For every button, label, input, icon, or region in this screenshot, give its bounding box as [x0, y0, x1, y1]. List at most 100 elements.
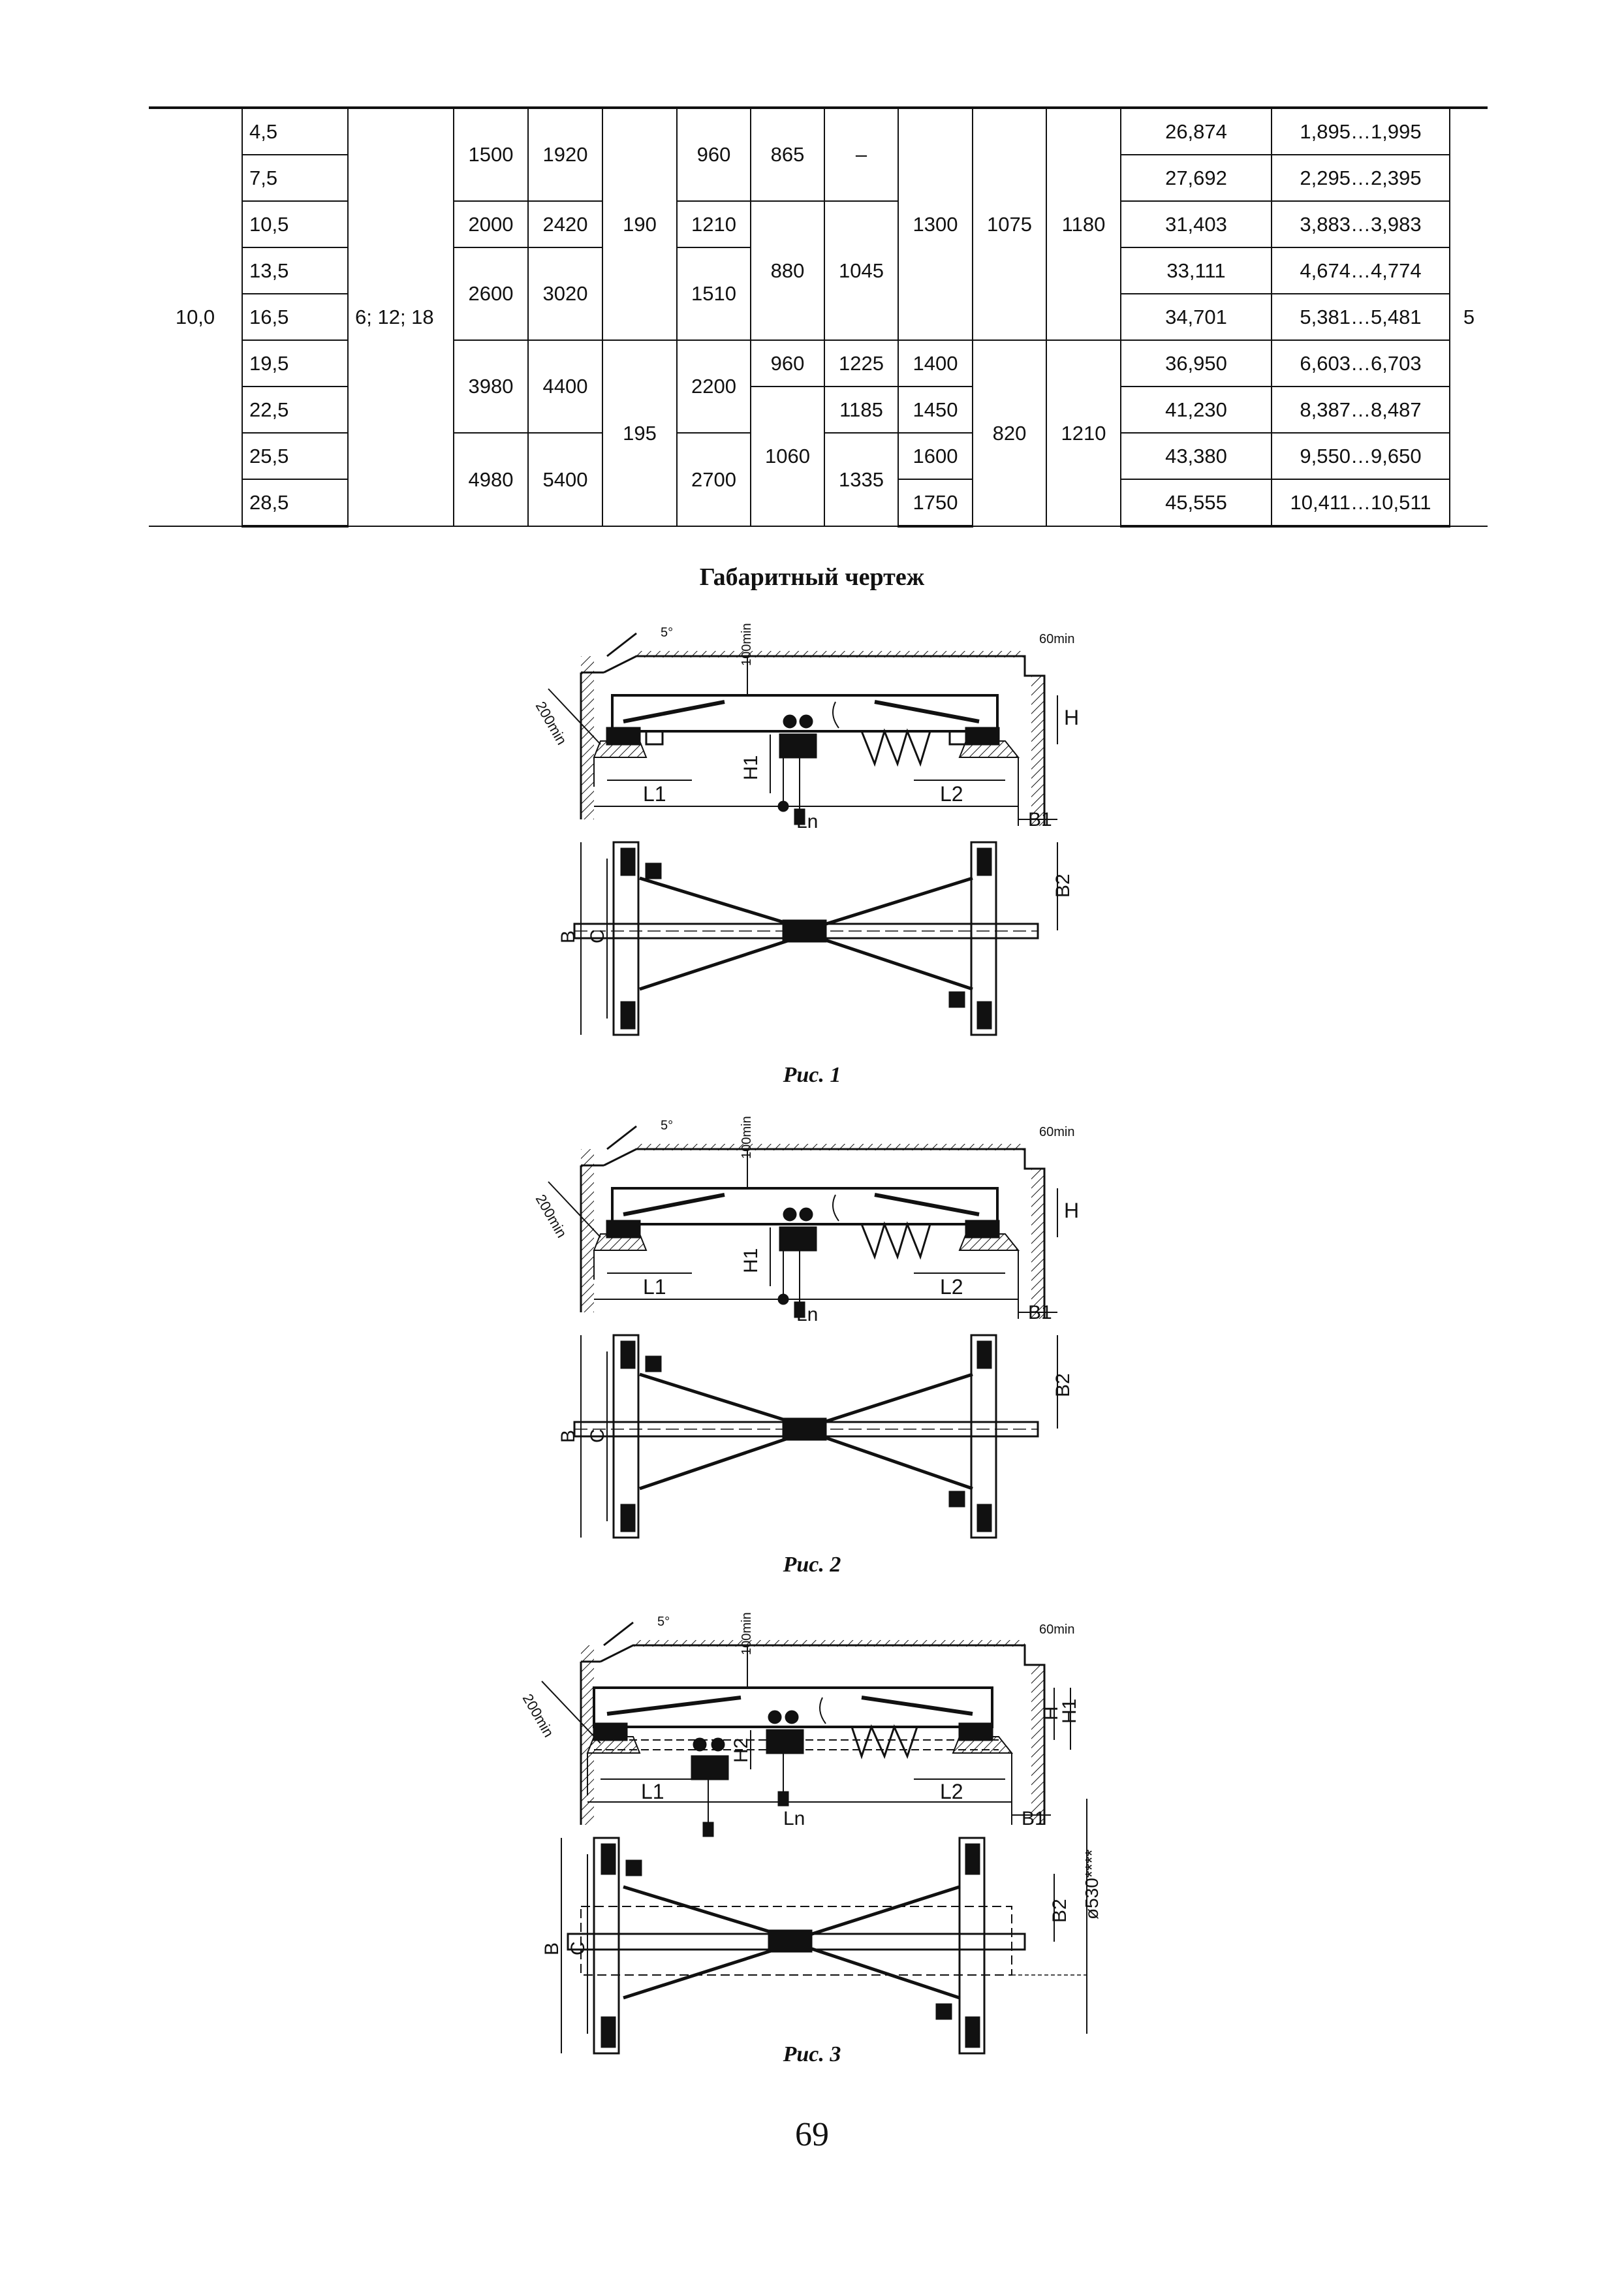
dim-label: 60min	[1039, 1622, 1074, 1637]
capacity-cell: 10,0	[149, 106, 243, 527]
dim-label: Ln	[796, 811, 818, 832]
dim-label: H1	[1059, 1699, 1080, 1724]
dim-label: L1	[643, 1275, 666, 1299]
table-cell: 1750	[898, 479, 973, 528]
hoist	[779, 1226, 817, 1252]
elevation-view	[541, 1621, 1071, 1837]
mass-cell: 34,701	[1120, 293, 1272, 341]
upper-hoist	[766, 1729, 804, 1754]
table-cell: 1045	[824, 200, 899, 341]
dim-label: 100min	[740, 623, 754, 666]
mass-cell: 27,692	[1120, 154, 1272, 202]
dim-label: 100min	[740, 1612, 754, 1655]
dim-label: C	[587, 929, 608, 943]
table-cell: 190	[602, 106, 678, 341]
dim-label: 5°	[661, 625, 673, 640]
ceiling-slope	[606, 632, 637, 657]
table-cell: 4980	[453, 432, 529, 527]
ceiling-slope	[603, 1621, 634, 1647]
dim-label: L2	[940, 1780, 963, 1803]
range-cell: 4,674…4,774	[1271, 247, 1450, 294]
dim-label: H	[1040, 1706, 1062, 1720]
span-cell: 25,5	[242, 432, 349, 480]
span-cell: 16,5	[242, 293, 349, 341]
span-cell: 19,5	[242, 340, 349, 387]
crane-drawing: 200min 100min 5° 60min H H1 H2 L1 L2 Ln …	[520, 1612, 1102, 2055]
table-cell: 960	[676, 106, 751, 202]
table-cell: 1400	[898, 340, 973, 387]
table-cell: 2420	[527, 200, 603, 248]
table-cell: 2700	[676, 432, 751, 527]
crane-drawing: 200min 100min 5° 60min H H1 L1 L2 Ln B1	[533, 1116, 1079, 1539]
span-cell: 4,5	[242, 106, 349, 155]
table-cell: 1500	[453, 106, 529, 202]
dim-label: Ln	[796, 1304, 818, 1325]
mass-cell: 45,555	[1120, 479, 1272, 528]
table-row: 25,5 4980 5400 2700 1335 1600 43,380 9,5…	[149, 432, 1488, 527]
section-title: Габаритный чертеж	[699, 563, 925, 591]
figure-caption: Рис. 2	[783, 1553, 841, 1577]
table-cell: 1060	[750, 386, 825, 527]
plan-view	[573, 841, 1058, 1036]
table-row: 13,5 2600 3020 1510 33,111 4,674…4,774	[149, 247, 1488, 341]
left-end-truck	[593, 1837, 620, 2055]
table-row: 7,5 27,692 2,295…2,395	[149, 154, 1488, 202]
table-cell: 2200	[676, 340, 751, 434]
figure-caption: Рис. 3	[783, 2042, 841, 2066]
range-cell: 10,411…10,511	[1271, 479, 1450, 528]
dim-label: H1	[740, 1248, 762, 1273]
span-cell: 10,5	[242, 200, 349, 248]
hoist	[779, 733, 817, 759]
ceiling-slope	[606, 1125, 637, 1150]
table-cell: 1450	[898, 386, 973, 434]
range-cell: 5,381…5,481	[1271, 293, 1450, 341]
table-cell: 195	[602, 340, 678, 527]
table-row: 10,0 4,5 6; 12; 18 1500 1920 190 960 865…	[149, 106, 1488, 527]
table-cell: 1210	[1046, 340, 1121, 527]
span-cell: 22,5	[242, 386, 349, 434]
dim-label: L1	[643, 782, 666, 806]
elevation-view	[548, 632, 1058, 826]
table-row: 28,5 1750 45,555 10,411…10,511	[149, 479, 1488, 528]
range-cell: 2,295…2,395	[1271, 154, 1450, 202]
spec-table: 10,0 4,5 6; 12; 18 1500 1920 190 960 865…	[149, 106, 1488, 528]
right-end-truck	[958, 1837, 986, 2055]
table-cell: 1920	[527, 106, 603, 202]
table-row: 22,5 1060 1185 1450 41,230 8,387…8,487	[149, 386, 1488, 527]
lower-hoist	[691, 1755, 729, 1780]
table-row: 10,5 2000 2420 1210 880 1045 31,403 3,88…	[149, 200, 1488, 341]
plan-view	[573, 1334, 1058, 1539]
figure-2: 200min 100min 5° 60min H H1 L1 L2 Ln B1	[509, 1110, 1136, 1554]
dim-label: B2	[1052, 874, 1074, 898]
dim-label: 100min	[740, 1116, 754, 1159]
table-cell: 2600	[453, 247, 529, 341]
dim-label: H1	[740, 755, 762, 780]
dim-label: B1	[1028, 809, 1052, 830]
table-cell: 1300	[898, 106, 973, 341]
plan-view	[561, 1799, 1087, 2055]
range-cell: 9,550…9,650	[1271, 432, 1450, 480]
mass-cell: 26,874	[1120, 106, 1272, 155]
dim-label: B2	[1052, 1373, 1074, 1397]
range-cell: 1,895…1,995	[1271, 106, 1450, 155]
dim-label: 60min	[1039, 632, 1074, 646]
crane-drawing: 200min 100min 5° 60min H H1 L1 L2 Ln B1	[533, 623, 1079, 1036]
span-cell: 13,5	[242, 247, 349, 294]
mass-cell: 31,403	[1120, 200, 1272, 248]
heights-cell: 6; 12; 18	[347, 106, 454, 527]
dim-label: 200min	[520, 1691, 557, 1740]
table-row: 19,5 3980 4400 195 2200 960 1225 1400 82…	[149, 340, 1488, 527]
bridge-girder	[611, 694, 999, 733]
dim-label: Ln	[783, 1808, 805, 1829]
table-cell: 4400	[527, 340, 603, 434]
table-cell: 1510	[676, 247, 751, 341]
span-cell: 7,5	[242, 154, 349, 202]
dim-label: 5°	[657, 1615, 670, 1629]
span-cell: 28,5	[242, 479, 349, 528]
dim-label: L1	[641, 1780, 664, 1803]
dim-label: 5°	[661, 1118, 673, 1133]
dim-label: L2	[940, 1275, 963, 1299]
range-cell: 6,603…6,703	[1271, 340, 1450, 387]
dim-label: L2	[940, 782, 963, 806]
